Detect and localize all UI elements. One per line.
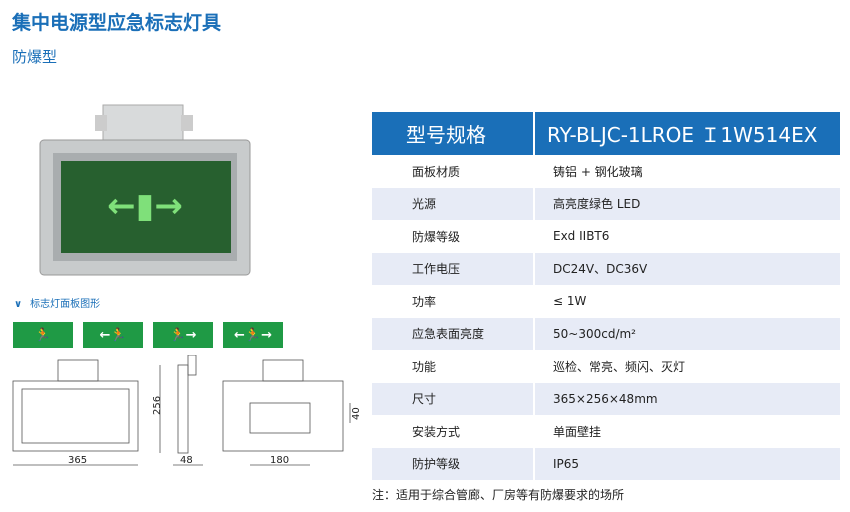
dim-depth: 48 bbox=[180, 455, 193, 466]
spec-value: 铸铝 + 钢化玻璃 bbox=[553, 164, 643, 179]
spec-key: 功率 bbox=[372, 285, 535, 318]
spec-header-key: 型号规格 bbox=[372, 112, 535, 155]
spec-row: 防爆等级 Exd IIBT6 bbox=[372, 220, 840, 253]
note: 注：适用于综合管廊、厂房等有防爆要求的场所 bbox=[372, 488, 625, 502]
page-title: 集中电源型应急标志灯具 bbox=[12, 12, 222, 34]
spec-row: 功能 巡检、常亮、频闪、灭灯 bbox=[372, 350, 840, 383]
spec-value: IP65 bbox=[534, 447, 840, 480]
spec-value: 单面壁挂 bbox=[553, 424, 602, 439]
dim-mount-width: 180 bbox=[270, 455, 289, 466]
spec-key: 面板材质 bbox=[372, 155, 535, 188]
spec-key: 应急表面亮度 bbox=[372, 317, 535, 350]
spec-value: 365×256×48mm bbox=[534, 382, 840, 415]
spec-row: 光源高亮度绿色 LED bbox=[372, 187, 840, 220]
spec-value: DC24V、DC36V bbox=[534, 252, 840, 285]
spec-row: 功率 ≤ 1W bbox=[372, 285, 840, 318]
sign-exit: 🏃 bbox=[13, 322, 73, 348]
sign-exit-right: 🏃→ bbox=[153, 322, 213, 348]
product-photo: ←▮→ bbox=[39, 104, 251, 276]
spec-table: 型号规格 RY-BLJC-1LROE Ｉ1W514EX 面板材质 铸铝 + 钢化玻… bbox=[372, 112, 840, 480]
dim-width: 365 bbox=[68, 455, 87, 466]
spec-header-value: RY-BLJC-1LROE Ｉ1W514EX bbox=[534, 112, 840, 155]
spec-value: 巡检、常亮、频闪、灭灯 bbox=[553, 359, 686, 374]
page-subtitle: 防爆型 bbox=[12, 48, 58, 66]
spec-key: 尺寸 bbox=[372, 382, 535, 415]
chevron-down-icon: ∨ bbox=[14, 299, 23, 310]
dim-height: 256 bbox=[152, 396, 163, 415]
spec-key: 功能 bbox=[372, 350, 535, 383]
spec-value: ≤ 1W bbox=[553, 294, 587, 309]
dim-mount-height: 40 bbox=[351, 407, 362, 420]
spec-value: 50~300cd/m² bbox=[534, 317, 840, 350]
spec-row: 安装方式 单面壁挂 bbox=[372, 415, 840, 448]
dimension-drawings: 365 256 48 180 40 bbox=[12, 355, 362, 466]
svg-text:←▮→: ←▮→ bbox=[107, 186, 183, 226]
panel-caption: ∨标志灯面板图形 bbox=[14, 299, 101, 310]
sign-exit-both: ←🏃→ bbox=[223, 322, 283, 348]
spec-key: 安装方式 bbox=[372, 415, 535, 448]
spec-key: 防爆等级 bbox=[372, 220, 535, 253]
spec-key: 光源 bbox=[372, 187, 535, 220]
spec-value: Exd IIBT6 bbox=[553, 229, 610, 244]
spec-key: 防护等级 bbox=[372, 447, 535, 480]
spec-value: 高亮度绿色 LED bbox=[534, 187, 840, 220]
spec-key: 工作电压 bbox=[372, 252, 535, 285]
spec-row: 面板材质 铸铝 + 钢化玻璃 bbox=[372, 155, 840, 188]
sign-exit-left: ←🏃 bbox=[83, 322, 143, 348]
